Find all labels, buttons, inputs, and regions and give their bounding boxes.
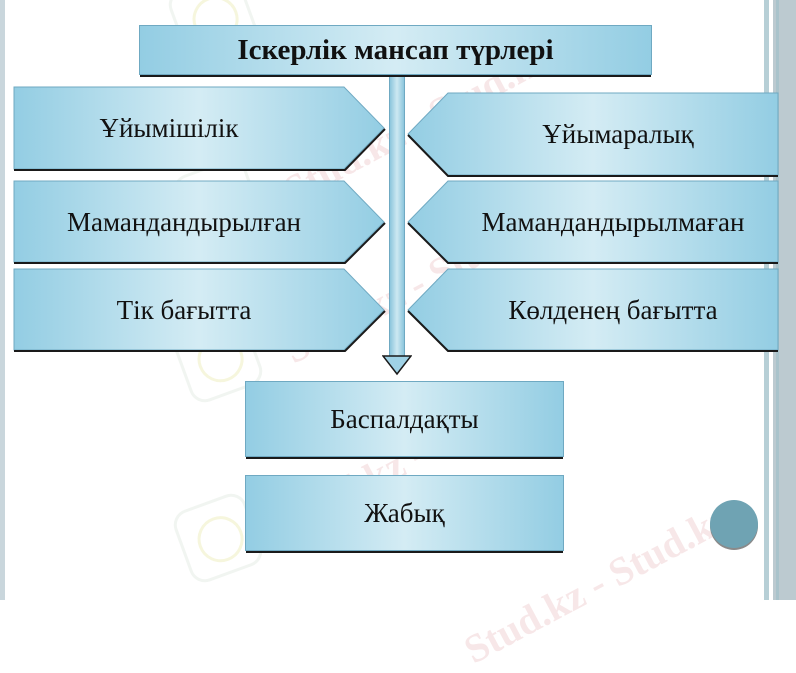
pentagon-left-shape: [407, 268, 779, 352]
left-item-label: Тік бағытта: [116, 294, 252, 325]
bottom-item-label: Жабық: [364, 497, 445, 528]
pentagon-left-shape: [407, 180, 779, 264]
bottom-item-0: Баспалдақты: [245, 381, 564, 457]
arrow-down-icon: [382, 355, 412, 376]
right-item-label: Көлденең бағытта: [508, 294, 718, 325]
left-item-label: Мамандандырылған: [67, 206, 301, 237]
bottom-item-label: Баспалдақты: [330, 403, 479, 434]
diagram-title-text: Іскерлік мансап түрлері: [237, 33, 554, 66]
connector-line: [389, 76, 405, 361]
pentagon-right-shape: [13, 180, 386, 264]
diagram-title: Іскерлік мансап түрлері: [139, 25, 652, 75]
left-item-1: Мамандандырылған: [13, 180, 386, 264]
pentagon-right-shape: [13, 268, 386, 352]
right-item-label: Ұйымаралық: [542, 119, 694, 149]
right-item-2: Көлденең бағытта: [407, 268, 779, 352]
pentagon-right-shape: [13, 86, 386, 171]
pentagon-left-shape: [407, 92, 779, 177]
left-item-2: Тік бағытта: [13, 268, 386, 352]
right-item-1: Мамандандырылмаған: [407, 180, 779, 264]
left-item-0: Ұйымішілік: [13, 86, 386, 171]
bottom-item-1: Жабық: [245, 475, 564, 551]
right-item-label: Мамандандырылмаған: [481, 206, 745, 237]
left-item-label: Ұйымішілік: [99, 113, 239, 143]
left-border-rule: [0, 0, 5, 600]
right-item-0: Ұйымаралық: [407, 92, 779, 177]
slide-decoration-dot: [710, 500, 758, 548]
